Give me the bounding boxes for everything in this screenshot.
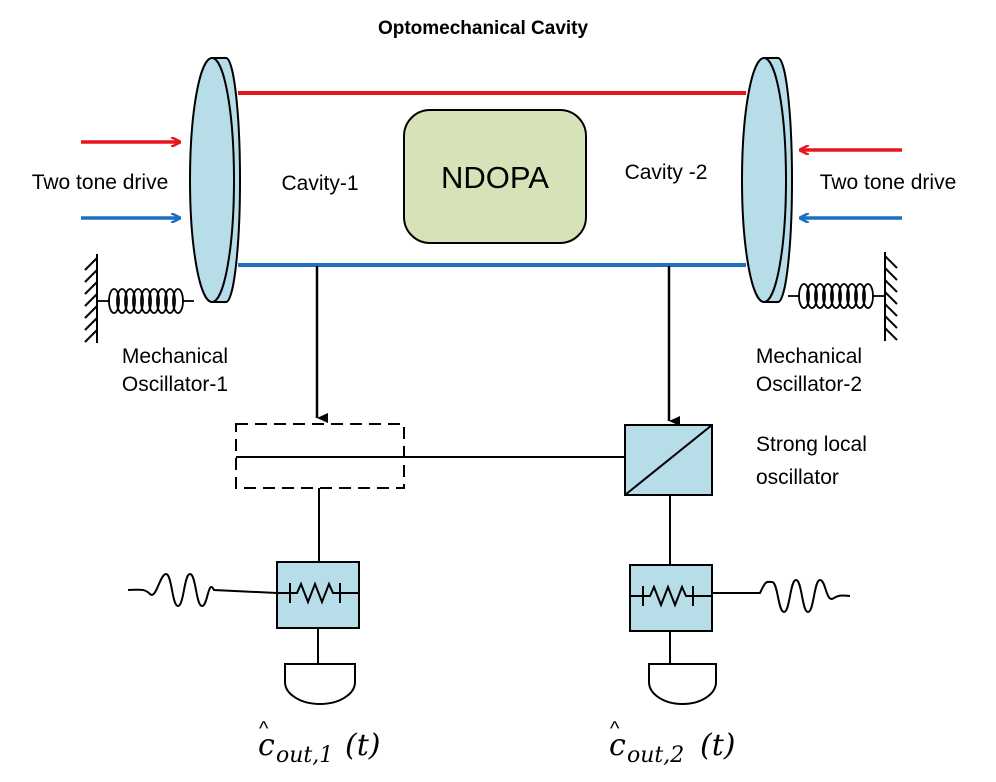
left-wall [84,254,98,343]
svg-text:c: c [609,728,626,763]
right-mirror [741,57,793,303]
local-oscillator-label-line1: Strong local [756,433,867,456]
left-spring-icon [97,288,194,314]
mixer-box-2 [629,564,713,632]
drive-left-label: Two tone drive [32,171,169,194]
local-oscillator-label-line2: oscillator [756,466,839,489]
cavity-2-label: Cavity -2 [625,161,708,184]
svg-text:^: ^ [610,718,620,740]
svg-text:(t): (t) [700,728,735,763]
mixer-box-1 [276,561,360,629]
svg-text:out,1: out,1 [276,743,333,768]
right-wall [884,252,898,341]
diagram-title: Optomechanical Cavity [378,18,589,39]
mech-osc-1-label-line1: Mechanical [122,345,228,368]
wave-icon-right [712,578,851,614]
mech-osc-1-label-line2: Oscillator-1 [122,373,228,396]
ndopa-label: NDOPA [441,160,549,195]
beam-splitter [624,424,713,496]
drive-right-label: Two tone drive [820,171,957,194]
cavity-1-label: Cavity-1 [281,172,358,195]
detector-icon-2 [648,663,717,705]
ndopa-box [403,109,587,244]
svg-text:c: c [258,728,275,763]
output-1-label: c ^ out,1 (t) [258,718,380,768]
detector-icon-1 [284,663,356,705]
svg-text:out,2: out,2 [627,743,684,768]
output-2-label: c ^ out,2 (t) [609,718,735,768]
svg-text:^: ^ [259,718,269,740]
right-spring-icon [788,283,885,309]
mech-osc-2-label-line2: Oscillator-2 [756,373,862,396]
svg-text:(t): (t) [345,728,380,763]
left-mirror [189,57,241,303]
mech-osc-2-label-line1: Mechanical [756,345,862,368]
wave-icon-left [127,572,278,608]
